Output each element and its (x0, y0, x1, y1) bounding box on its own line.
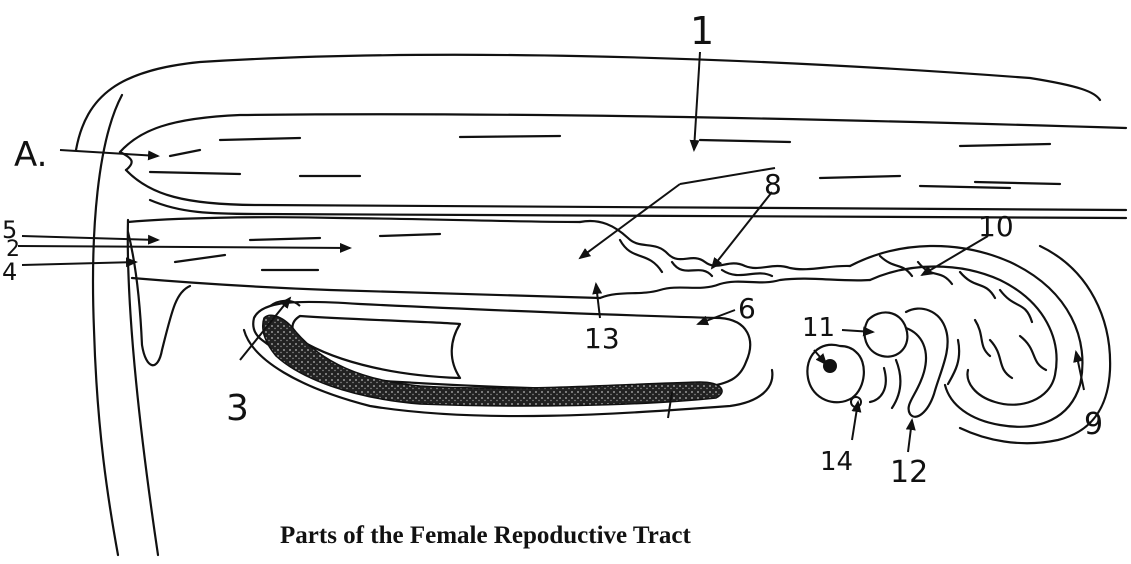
label-6: 6 (738, 292, 756, 325)
vagina-top (128, 217, 580, 222)
ovarian-follicle (823, 359, 837, 373)
label-12: 12 (890, 455, 928, 490)
label-8: 8 (764, 168, 782, 201)
cervix-lower (600, 279, 870, 298)
arrow-2 (18, 246, 350, 248)
label-9: 9 (1084, 407, 1103, 442)
arrow-12 (908, 420, 912, 452)
arrow-13 (596, 284, 600, 318)
arrow-A (60, 150, 158, 156)
diagram-caption: Parts of the Female Repoductive Tract (280, 522, 840, 550)
label-4: 4 (2, 258, 17, 286)
label-14: 14 (820, 447, 853, 477)
body-outline (93, 95, 122, 555)
rectum-bottom (126, 170, 1126, 210)
arrow-11 (842, 330, 873, 332)
body-outline-inner (128, 220, 158, 555)
vestibule-fold (128, 232, 190, 365)
arrow-1 (694, 52, 700, 150)
outer-top-line (76, 55, 1100, 150)
label-11: 11 (802, 313, 835, 343)
label-10: 10 (978, 210, 1014, 243)
arrow-8 (712, 192, 772, 268)
uterine-horn-inner (870, 267, 1057, 405)
oviduct (906, 309, 948, 417)
arrow-11b (814, 350, 826, 364)
arrow-4 (22, 262, 136, 265)
arrow-5 (22, 236, 158, 240)
vagina-bottom (132, 278, 600, 298)
label-13: 13 (584, 322, 620, 355)
pubic-band (263, 315, 722, 406)
label-A: A. (14, 135, 47, 175)
ovary-small (851, 397, 861, 407)
ovary (864, 312, 907, 356)
label-3: 3 (226, 388, 249, 429)
label-1: 1 (690, 9, 714, 53)
